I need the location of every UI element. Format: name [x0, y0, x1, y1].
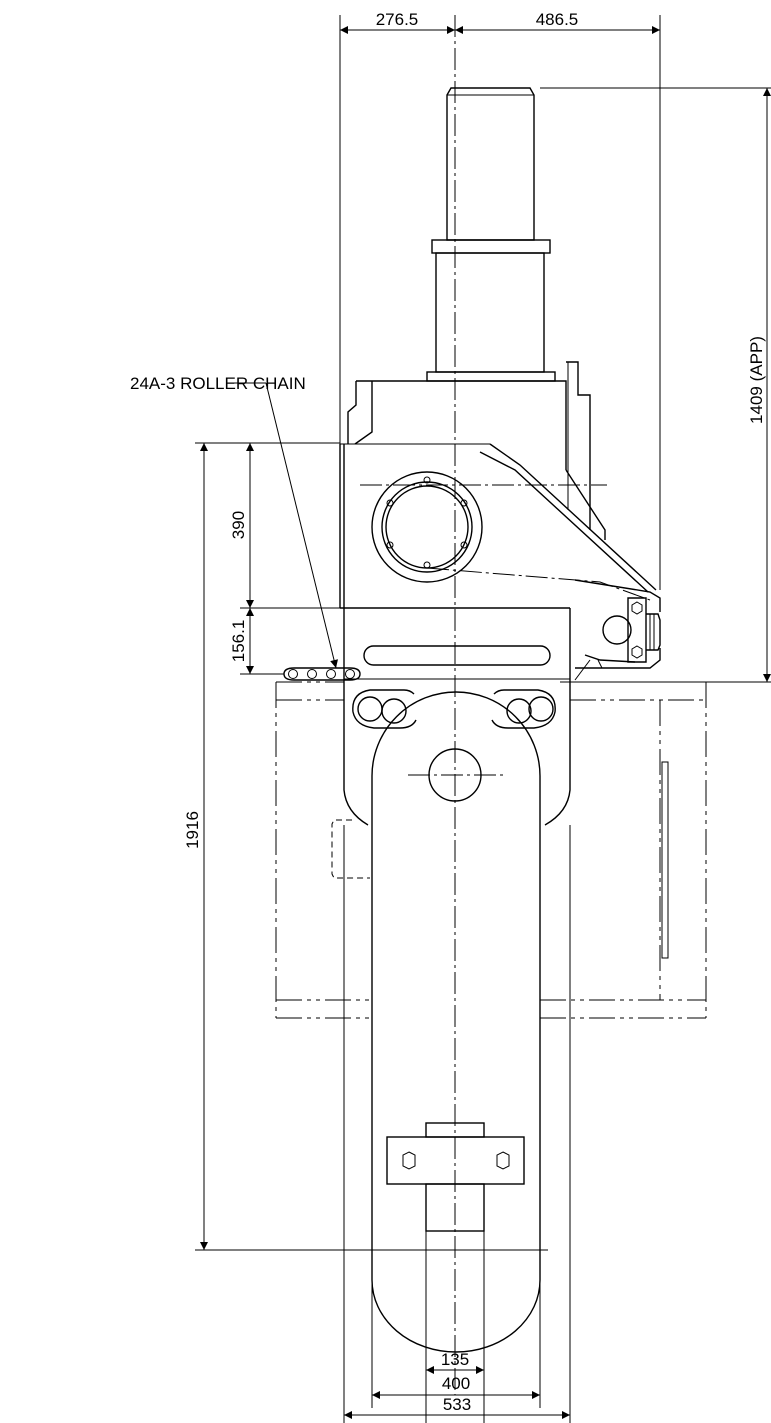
main-body — [343, 608, 571, 1353]
center-lines — [360, 15, 607, 1395]
motor-shaft — [426, 87, 556, 382]
dim-upper-body-height: 390 — [229, 511, 248, 539]
dim-bottom-arm: 400 — [442, 1374, 470, 1393]
gearbox-housing — [339, 361, 661, 681]
dim-overall-height: 1409 (APP) — [747, 336, 766, 424]
roller-chain — [283, 667, 361, 681]
flange — [371, 471, 651, 601]
dim-total-length: 1916 — [183, 811, 202, 849]
phantom-frame — [275, 681, 707, 1019]
dim-top-right-width: 486.5 — [536, 10, 579, 29]
dimension-lines — [195, 15, 771, 1423]
dim-top-left-width: 276.5 — [376, 10, 419, 29]
dim-bottom-overall: 533 — [443, 1395, 471, 1414]
chain-label: 24A-3 ROLLER CHAIN — [130, 374, 306, 393]
dim-lower-offset: 156.1 — [229, 620, 248, 663]
dim-bottom-inner: 135 — [441, 1350, 469, 1369]
